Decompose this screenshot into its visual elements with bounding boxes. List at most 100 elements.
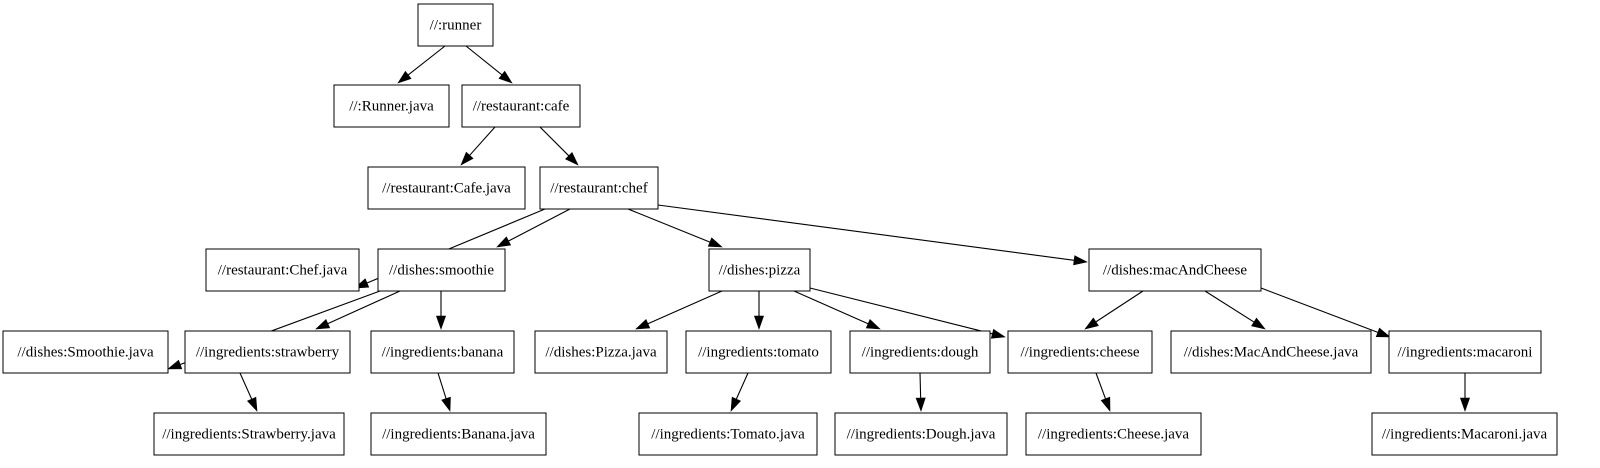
edge-arrowhead	[865, 319, 881, 330]
graph-node-ing_banana[interactable]: //ingredients:banana	[370, 330, 515, 374]
graph-edge	[1260, 287, 1391, 338]
edge-arrowhead	[1084, 317, 1099, 330]
node-box[interactable]	[2, 330, 169, 374]
graph-node-pizza_java[interactable]: //dishes:Pizza.java	[534, 330, 668, 374]
node-box[interactable]	[205, 248, 360, 292]
node-box[interactable]	[638, 412, 818, 456]
node-box[interactable]	[461, 84, 581, 128]
edge-arrowhead	[915, 397, 926, 412]
graph-edge	[1204, 290, 1266, 330]
graph-edge	[1095, 372, 1111, 412]
graph-node-dishes_smoothie[interactable]: //dishes:smoothie	[377, 248, 506, 292]
graph-edge	[753, 291, 765, 330]
node-box[interactable]	[370, 330, 515, 374]
graph-node-ing_strawberry[interactable]: //ingredients:strawberry	[184, 330, 351, 374]
node-box[interactable]	[1007, 330, 1153, 374]
graph-node-tomato_java[interactable]: //ingredients:Tomato.java	[638, 412, 818, 456]
nodes-layer: //:runner //:Runner.java//restaurant:cafe…	[2, 3, 1558, 456]
node-box[interactable]	[1170, 330, 1372, 374]
graph-node-mac_java[interactable]: //dishes:MacAndCheese.java	[1170, 330, 1372, 374]
edge-line	[407, 45, 446, 76]
graph-node-ing_dough[interactable]: //ingredients:dough	[849, 330, 991, 374]
graph-edge	[627, 208, 723, 248]
graph-edge	[539, 126, 579, 166]
node-box[interactable]	[377, 248, 506, 292]
graph-edge	[437, 372, 451, 412]
edge-arrowhead	[1375, 327, 1391, 338]
node-box[interactable]	[685, 330, 832, 374]
edge-line	[327, 290, 401, 325]
edge-line	[1204, 290, 1255, 323]
graph-node-cafe_java[interactable]: //restaurant:Cafe.java	[367, 166, 526, 210]
edge-line	[919, 372, 922, 399]
edge-line	[657, 204, 1075, 261]
node-box[interactable]	[1088, 248, 1262, 292]
edge-line	[1095, 290, 1144, 323]
graph-node-ing_cheese[interactable]: //ingredients:cheese	[1007, 330, 1153, 374]
edge-arrowhead	[435, 315, 447, 330]
edge-arrowhead	[990, 328, 1006, 339]
graph-edge	[465, 45, 513, 84]
node-box[interactable]	[417, 3, 494, 47]
node-box[interactable]	[370, 412, 547, 456]
graph-node-runner[interactable]: //:runner	[417, 3, 494, 47]
edge-arrowhead	[1459, 397, 1471, 412]
edge-line	[469, 126, 496, 156]
graph-edge	[435, 291, 447, 330]
edge-line	[793, 290, 869, 325]
edge-arrowhead	[753, 315, 765, 330]
graph-node-macaroni_java[interactable]: //ingredients:Macaroni.java	[1371, 412, 1558, 456]
graph-node-ing_macaroni[interactable]: //ingredients:macaroni	[1388, 330, 1542, 374]
edge-line	[1260, 287, 1379, 333]
edge-arrowhead	[397, 70, 412, 84]
node-box[interactable]	[849, 330, 991, 374]
node-box[interactable]	[1371, 412, 1558, 456]
graph-node-strawberry_java[interactable]: //ingredients:Strawberry.java	[153, 412, 345, 456]
edge-arrowhead	[1251, 317, 1266, 330]
edge-line	[809, 287, 993, 335]
graph-node-ing_tomato[interactable]: //ingredients:tomato	[685, 330, 832, 374]
graph-node-chef_java[interactable]: //restaurant:Chef.java	[205, 248, 360, 292]
node-box[interactable]	[184, 330, 351, 374]
node-box[interactable]	[708, 248, 811, 292]
graph-edge	[397, 45, 446, 84]
graph-edge	[315, 290, 401, 330]
node-box[interactable]	[834, 412, 1008, 456]
graph-node-smoothie_java[interactable]: //dishes:Smoothie.java	[2, 330, 169, 374]
edge-arrowhead	[167, 359, 183, 370]
edge-line	[465, 45, 503, 76]
edge-line	[239, 372, 253, 400]
edge-arrowhead	[315, 318, 331, 330]
node-box[interactable]	[1388, 330, 1542, 374]
graph-edge	[809, 287, 1006, 339]
edge-line	[627, 208, 711, 243]
edge-arrowhead	[246, 396, 258, 412]
graph-edge	[730, 372, 749, 412]
node-box[interactable]	[153, 412, 345, 456]
graph-node-dishes_mac[interactable]: //dishes:macAndCheese	[1088, 248, 1262, 292]
edge-line	[1095, 372, 1107, 399]
graph-node-banana_java[interactable]: //ingredients:Banana.java	[370, 412, 547, 456]
node-box[interactable]	[534, 330, 668, 374]
edge-arrowhead	[441, 396, 451, 412]
edge-line	[508, 208, 571, 242]
edge-line	[437, 372, 447, 399]
node-box[interactable]	[333, 84, 450, 128]
graph-node-cheese_java[interactable]: //ingredients:Cheese.java	[1025, 412, 1202, 456]
graph-node-dough_java[interactable]: //ingredients:Dough.java	[834, 412, 1008, 456]
edge-arrowhead	[498, 70, 513, 84]
graph-node-runner_java[interactable]: //:Runner.java	[333, 84, 450, 128]
graph-node-restaurant_chef[interactable]: //restaurant:chef	[539, 166, 659, 210]
node-box[interactable]	[1025, 412, 1202, 456]
node-box[interactable]	[367, 166, 526, 210]
edge-arrowhead	[707, 237, 723, 248]
graph-node-restaurant_cafe[interactable]: //restaurant:cafe	[461, 84, 581, 128]
graph-edge	[460, 126, 496, 166]
edge-arrowhead	[635, 319, 651, 330]
edge-arrowhead	[730, 396, 742, 412]
graph-node-dishes_pizza[interactable]: //dishes:pizza	[708, 248, 811, 292]
graph-edge	[657, 204, 1088, 266]
node-box[interactable]	[539, 166, 659, 210]
